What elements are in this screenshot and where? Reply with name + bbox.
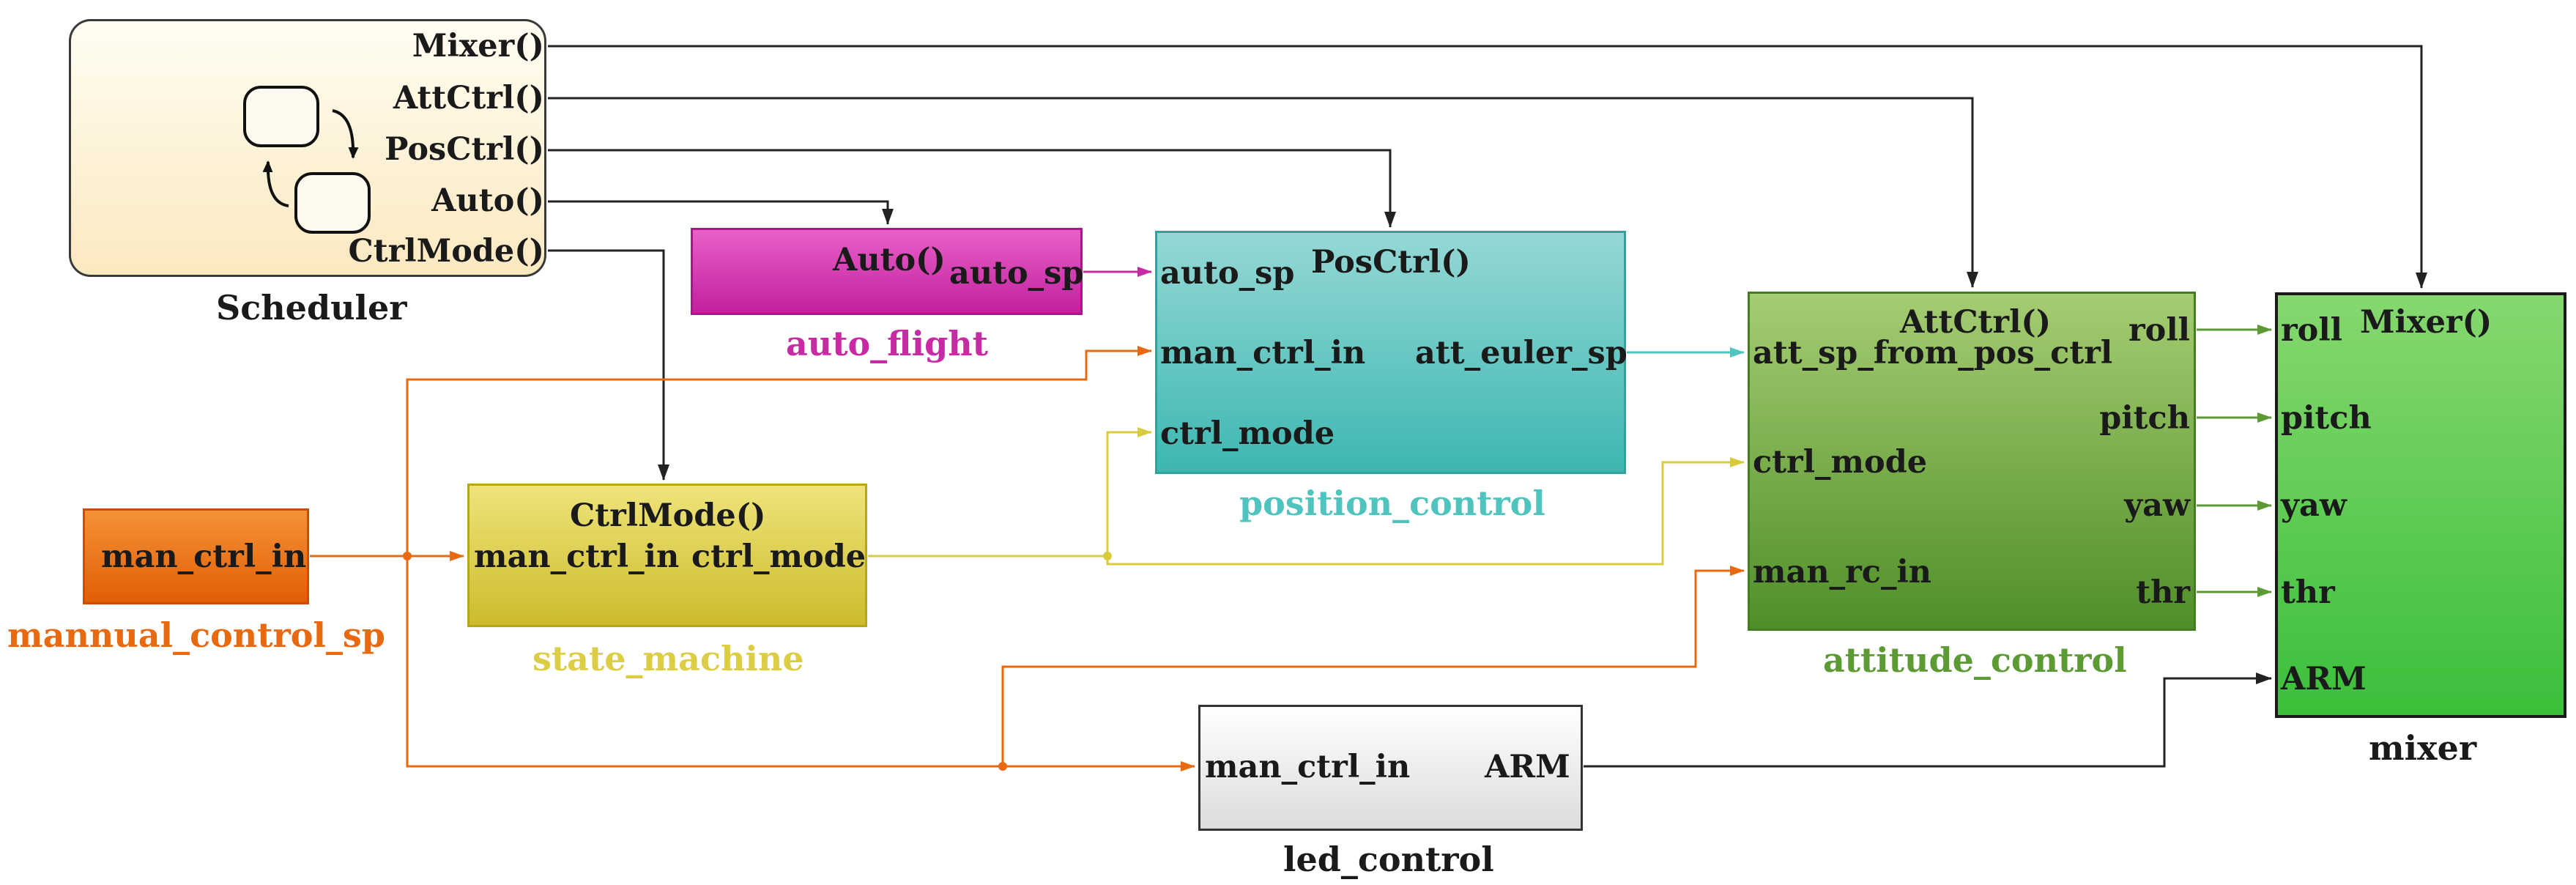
position-control-caption: position_control xyxy=(1239,484,1545,523)
attitude-control-out-yaw: yaw xyxy=(2124,487,2190,524)
wire-ctrl-mode-to-position xyxy=(868,427,1152,558)
attitude-control-in-ctrl-mode: ctrl_mode xyxy=(1753,444,1928,481)
attitude-control-in-att-sp: att_sp_from_pos_ctrl xyxy=(1753,335,2113,371)
state-machine-out-port: ctrl_mode xyxy=(691,538,866,575)
led-control-out-port: ARM xyxy=(1485,749,1570,785)
scheduler-port-attctrl: AttCtrl() xyxy=(393,80,544,116)
state-machine-block[interactable] xyxy=(467,484,867,627)
mixer-in-yaw: yaw xyxy=(2281,487,2347,524)
wire-ctrl-mode-to-attitude xyxy=(1106,457,1745,566)
mixer-in-arm: ARM xyxy=(2281,661,2367,697)
manual-control-caption: mannual_control_sp xyxy=(7,615,385,655)
wire-attctrl-call xyxy=(548,97,1978,288)
wire-mixer-call xyxy=(548,45,2427,289)
position-control-block[interactable] xyxy=(1155,231,1626,474)
state-machine-trigger: CtrlMode() xyxy=(570,497,766,534)
auto-flight-caption: auto_flight xyxy=(786,324,988,363)
junction-dot xyxy=(1103,552,1112,560)
mixer-caption: mixer xyxy=(2369,728,2477,768)
scheduler-port-ctrlmode: CtrlMode() xyxy=(348,233,544,270)
position-control-in-ctrl-mode: ctrl_mode xyxy=(1160,415,1335,452)
scheduler-port-posctrl: PosCtrl() xyxy=(385,131,544,168)
attitude-control-caption: attitude_control xyxy=(1823,640,2127,680)
led-control-block[interactable] xyxy=(1198,705,1583,831)
scheduler-port-auto: Auto() xyxy=(431,182,544,219)
attitude-control-out-thr: thr xyxy=(2136,574,2190,611)
wire-auto-call xyxy=(548,200,894,225)
wire-ctrlmode-call xyxy=(548,249,669,481)
scheduler-block[interactable] xyxy=(69,19,546,277)
position-control-in-man-ctrl: man_ctrl_in xyxy=(1160,335,1366,371)
position-control-out-att-euler: att_euler_sp xyxy=(1415,335,1627,371)
wire-man-to-led xyxy=(406,556,1195,771)
manual-control-out-port: man_ctrl_in xyxy=(101,538,307,575)
wire-posctrl-call xyxy=(548,149,1396,228)
mixer-trigger: Mixer() xyxy=(2360,304,2493,341)
mixer-block[interactable] xyxy=(2275,292,2566,718)
attitude-control-out-roll: roll xyxy=(2128,312,2190,349)
auto-flight-out-port: auto_sp xyxy=(949,255,1084,292)
mixer-in-roll: roll xyxy=(2281,312,2343,349)
manual-control-block[interactable] xyxy=(83,508,309,604)
wire-arm xyxy=(1584,673,2272,768)
auto-flight-block[interactable] xyxy=(691,228,1083,315)
attitude-control-trigger: AttCtrl() xyxy=(1900,304,2052,341)
wire-man-to-position xyxy=(406,346,1152,556)
scheduler-port-mixer: Mixer() xyxy=(412,28,544,64)
scheduler-caption: Scheduler xyxy=(216,288,407,327)
junction-dot xyxy=(998,762,1007,771)
wire-man-to-attitude xyxy=(1001,566,1745,766)
state-machine-in-port: man_ctrl_in xyxy=(474,538,680,575)
state-chart-icon xyxy=(243,86,371,234)
mixer-in-thr: thr xyxy=(2281,574,2335,611)
position-control-trigger: PosCtrl() xyxy=(1311,244,1471,281)
attitude-control-out-pitch: pitch xyxy=(2099,400,2190,437)
attitude-control-block[interactable] xyxy=(1748,292,2196,631)
position-control-in-auto-sp: auto_sp xyxy=(1160,255,1295,292)
state-machine-caption: state_machine xyxy=(532,639,804,678)
attitude-control-in-man-rc: man_rc_in xyxy=(1753,554,1932,590)
auto-flight-trigger: Auto() xyxy=(833,242,946,278)
led-control-in-port: man_ctrl_in xyxy=(1205,749,1411,785)
led-control-caption: led_control xyxy=(1283,840,1494,879)
mixer-in-pitch: pitch xyxy=(2281,400,2372,437)
junction-dot xyxy=(403,552,412,560)
